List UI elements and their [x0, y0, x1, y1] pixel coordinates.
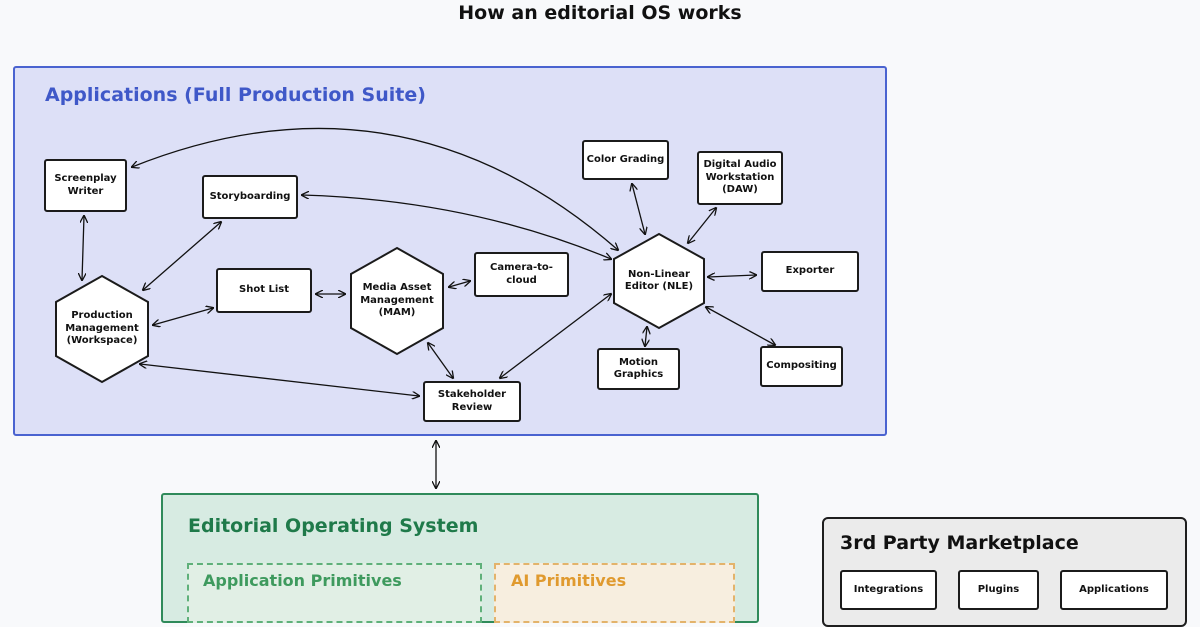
node-media-asset-management: Media Asset Management (MAM) — [360, 282, 434, 319]
hex-production — [55, 274, 149, 384]
connection-arrows — [55, 127, 1200, 600]
marketplace-item-integrations: Integrations — [840, 570, 937, 610]
diagram-title: How an editorial OS works — [458, 2, 742, 24]
edge-screenplay-nle — [132, 127, 618, 250]
node-compositing: Compositing — [760, 346, 843, 387]
edge-stakeholder-nle — [500, 294, 611, 378]
node-exporter: Exporter — [761, 251, 859, 292]
node-storyboarding: Storyboarding — [202, 175, 298, 219]
edge-mam-stakeholder — [428, 343, 453, 378]
edge-production-stakeholder — [140, 364, 419, 396]
applications-panel-title: Applications (Full Production Suite) — [45, 84, 426, 106]
ai-primitives-title: AI Primitives — [511, 571, 627, 590]
editorial-os-title: Editorial Operating System — [188, 515, 479, 537]
edge-nle-color — [632, 184, 645, 234]
edge-mam-camera — [449, 281, 470, 287]
edge-screenplay-production — [82, 216, 84, 280]
hex-nle — [613, 232, 705, 330]
application-primitives-title: Application Primitives — [203, 571, 402, 590]
node-shot-list: Shot List — [216, 268, 312, 313]
node-screenplay-writer: Screenplay Writer — [44, 159, 127, 212]
edge-production-shotlist — [153, 308, 213, 325]
node-production-management: Production Management (Workspace) — [65, 310, 139, 347]
marketplace-item-applications: Applications — [1060, 570, 1168, 610]
node-motion-graphics: Motion Graphics — [597, 348, 680, 390]
hex-mam — [350, 246, 444, 356]
node-daw: Digital Audio Workstation (DAW) — [697, 151, 783, 205]
node-color-grading: Color Grading — [582, 140, 669, 180]
marketplace-title: 3rd Party Marketplace — [840, 532, 1079, 554]
edge-storyboarding-nle — [302, 195, 611, 259]
node-camera-to-cloud: Camera-to- cloud — [474, 252, 569, 297]
edge-nle-compositing — [706, 307, 775, 345]
edge-nle-daw — [688, 208, 716, 243]
node-non-linear-editor: Non-Linear Editor (NLE) — [624, 268, 694, 293]
edge-nle-exporter — [708, 275, 756, 277]
node-stakeholder-review: Stakeholder Review — [423, 381, 521, 422]
edge-nle-motion — [645, 327, 647, 346]
marketplace-item-plugins: Plugins — [958, 570, 1039, 610]
edge-production-storyboarding — [143, 222, 221, 290]
